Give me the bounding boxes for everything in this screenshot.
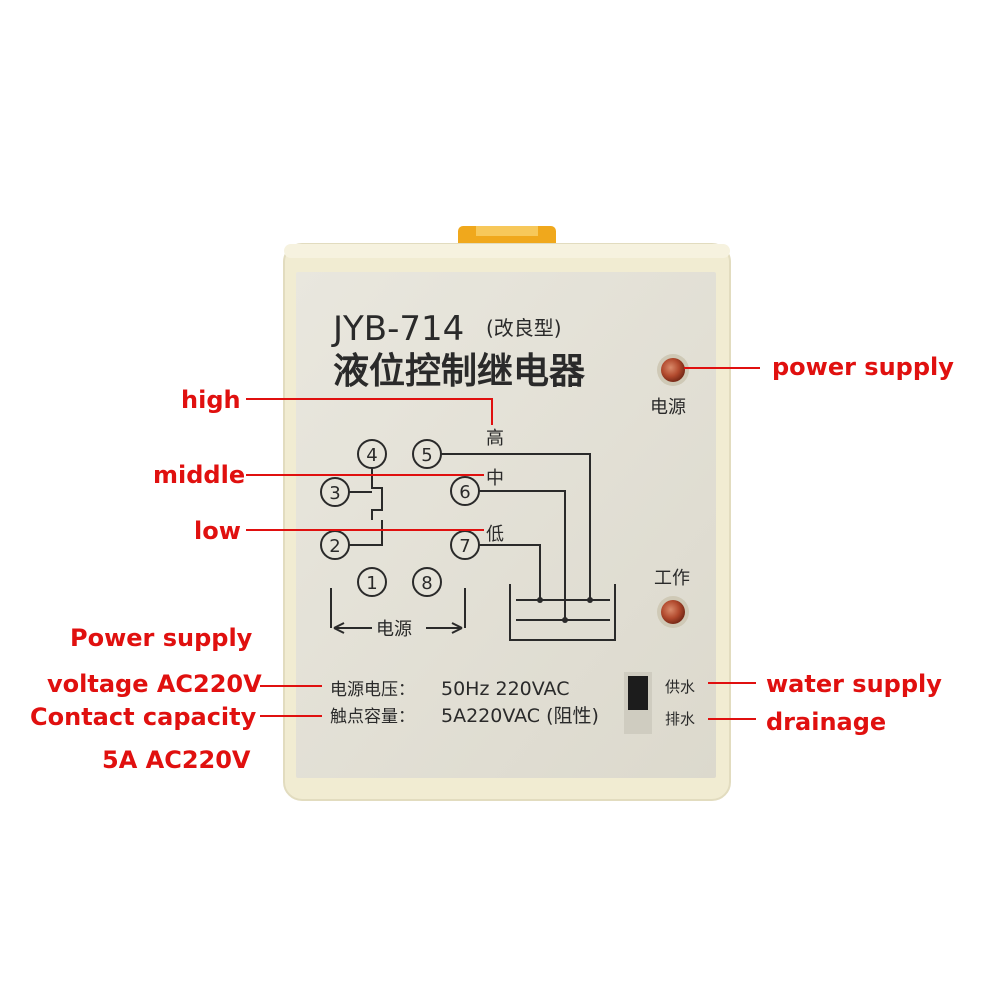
spec-contact-label: 触点容量： — [330, 707, 415, 727]
model-note: (改良型) — [486, 316, 562, 340]
wiring-diagram — [330, 453, 616, 641]
pin-8 — [412, 567, 442, 597]
spec-contact-value: 5A220VAC (阻性) — [441, 705, 599, 727]
spec-voltage-label: 电源电压： — [330, 680, 415, 700]
power-led-indicator — [657, 354, 689, 386]
pin-6 — [450, 476, 480, 506]
annotation-contact-capacity: Contact capacity — [30, 703, 257, 731]
tank-probes — [537, 597, 593, 623]
annotation-low: low — [194, 517, 241, 545]
device-name: 液位控制继电器 — [333, 351, 586, 392]
power-bracket-label: 电源 — [376, 619, 412, 640]
level-low-label: 低 — [486, 524, 504, 545]
annotation-voltage: voltage AC220V — [47, 670, 262, 698]
power-led-label: 电源 — [650, 397, 686, 418]
work-led-indicator — [657, 596, 689, 628]
level-high-label: 高 — [486, 428, 504, 449]
pin-1 — [357, 567, 387, 597]
annotation-high: high — [181, 386, 241, 414]
pin-5 — [412, 439, 442, 469]
mode-switch[interactable] — [624, 672, 652, 734]
pin-label-2: 2 — [329, 536, 340, 557]
work-led-label: 工作 — [654, 568, 690, 589]
model-number: JYB-714 — [331, 309, 464, 349]
switch-upper-label: 供水 — [665, 678, 695, 696]
annotation-contact-value: 5A AC220V — [102, 746, 251, 774]
pin-label-6: 6 — [459, 482, 470, 503]
pin-label-4: 4 — [366, 445, 377, 466]
annotation-power-supply-top: power supply — [772, 353, 954, 381]
pin-label-7: 7 — [459, 536, 470, 557]
pin-label-8: 8 — [421, 573, 432, 594]
pin-label-5: 5 — [421, 445, 432, 466]
level-middle-label: 中 — [486, 468, 504, 489]
spec-voltage-value: 50Hz 220VAC — [441, 678, 569, 700]
annotation-lines — [246, 367, 760, 720]
pin-label-3: 3 — [329, 483, 340, 504]
switch-lower-label: 排水 — [665, 710, 695, 728]
annotation-power-supply-left: Power supply — [70, 624, 253, 652]
pin-4 — [357, 439, 387, 469]
annotation-middle: middle — [153, 461, 246, 489]
annotation-water-supply: water supply — [766, 670, 942, 698]
pin-3 — [320, 477, 350, 507]
pin-label-1: 1 — [366, 573, 377, 594]
annotation-drainage: drainage — [766, 708, 887, 736]
